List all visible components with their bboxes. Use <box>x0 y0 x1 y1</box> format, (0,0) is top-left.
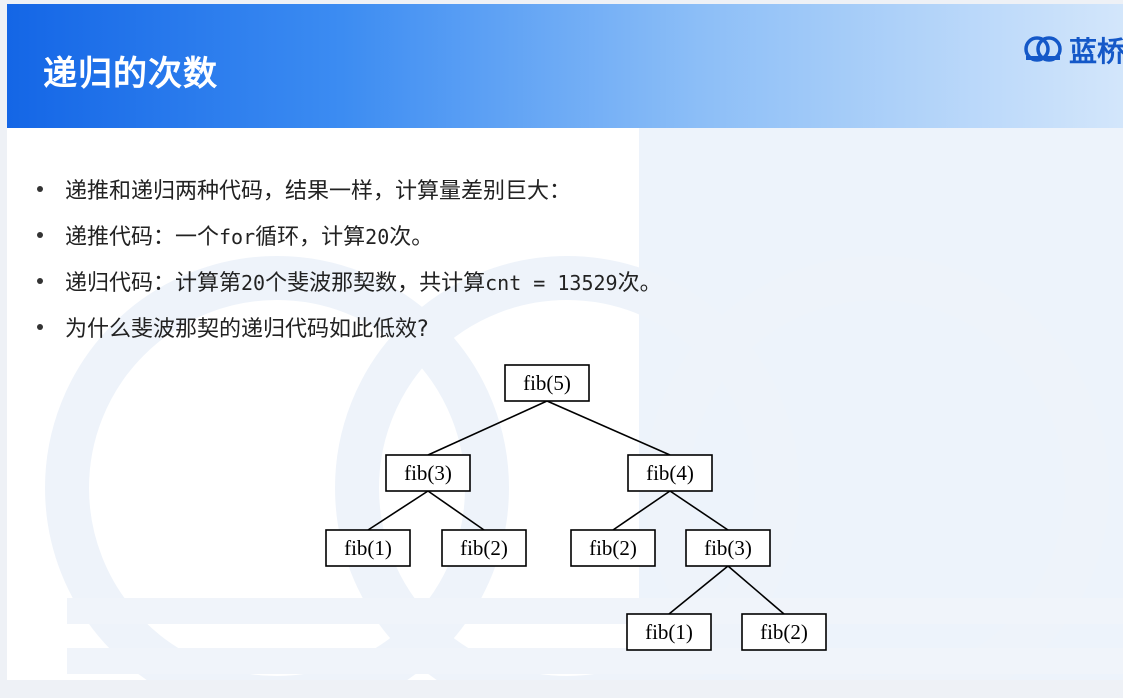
text-run: 递推和递归两种代码，结果一样，计算量差别巨大： <box>65 179 572 204</box>
tree-node: fib(3) <box>685 529 771 567</box>
bullet-item: 为什么斐波那契的递归代码如此低效? <box>37 304 662 350</box>
bullet-dot-icon <box>37 324 43 330</box>
tree-edge <box>669 490 729 531</box>
bullet-dot-icon <box>37 232 43 238</box>
tree-node-box <box>685 529 771 567</box>
logo: 蓝桥 <box>1023 30 1123 70</box>
tree-node-box <box>741 613 827 651</box>
text-run: 次。 <box>617 271 662 296</box>
tree-node: fib(3) <box>385 454 471 492</box>
tree-node: fib(2) <box>441 529 527 567</box>
text-run: 递推代码：一个 <box>65 225 220 250</box>
tree-node: fib(1) <box>325 529 411 567</box>
tree-edge <box>427 400 548 456</box>
tree-node-label: fib(2) <box>589 536 637 560</box>
bullet-text: 递归代码：计算第20个斐波那契数，共计算cnt = 13529次。 <box>65 265 662 297</box>
text-run: 为什么斐波那契的递归代码如此低效? <box>65 317 429 342</box>
tree-edge <box>367 490 429 531</box>
inline-code: 20 <box>241 271 266 295</box>
tree-node-label: fib(1) <box>645 620 693 644</box>
tree-node-label: fib(2) <box>760 620 808 644</box>
bullet-text: 递推代码：一个for循环，计算20次。 <box>65 219 433 251</box>
bullet-dot-icon <box>37 186 43 192</box>
text-run: 循环，计算 <box>255 225 366 250</box>
bullet-text: 为什么斐波那契的递归代码如此低效? <box>65 311 429 343</box>
tree-node-label: fib(1) <box>344 536 392 560</box>
text-run: 递归代码：计算第 <box>65 271 242 296</box>
tree-node-label: fib(3) <box>704 536 752 560</box>
tree-node-label: fib(3) <box>404 461 452 485</box>
tree-node-label: fib(4) <box>646 461 694 485</box>
tree-node-box <box>504 364 590 402</box>
tree-node-label: fib(5) <box>523 371 571 395</box>
bullet-item: 递推代码：一个for循环，计算20次。 <box>37 212 662 258</box>
text-run: 个斐波那契数，共计算 <box>265 271 486 296</box>
tree-node-box <box>627 454 713 492</box>
logo-text: 蓝桥 <box>1069 35 1123 68</box>
tree-node-box <box>626 613 712 651</box>
tree-edge <box>727 565 785 615</box>
tree-edge <box>427 490 485 531</box>
page-title: 递归的次数 <box>43 54 218 94</box>
tree-node-box <box>385 454 471 492</box>
tree-node-label: fib(2) <box>460 536 508 560</box>
tree-edge <box>668 565 729 615</box>
tree-node: fib(5) <box>504 364 590 402</box>
bullet-text: 递推和递归两种代码，结果一样，计算量差别巨大： <box>65 173 571 205</box>
tree-node-box <box>325 529 411 567</box>
inline-code: cnt = 13529 <box>485 271 618 295</box>
slide: 递归的次数 蓝桥 递推和递归两种代码，结果一样，计算量差别巨大：递推代码：一个f… <box>7 4 1123 680</box>
tree-node-box <box>570 529 656 567</box>
tree-edge <box>546 400 671 456</box>
bullet-list: 递推和递归两种代码，结果一样，计算量差别巨大：递推代码：一个for循环，计算20… <box>37 166 662 350</box>
text-run: 次。 <box>389 225 434 250</box>
tree-node: fib(4) <box>627 454 713 492</box>
tree-node: fib(2) <box>570 529 656 567</box>
tree-edge <box>612 490 671 531</box>
lanqiao-logo-icon <box>1024 36 1062 62</box>
bullet-dot-icon <box>37 278 43 284</box>
inline-code: 20 <box>365 225 390 249</box>
header-bar: 递归的次数 蓝桥 <box>7 4 1123 128</box>
inline-code: for <box>219 225 256 249</box>
bullet-item: 递推和递归两种代码，结果一样，计算量差别巨大： <box>37 166 662 212</box>
tree-node: fib(2) <box>741 613 827 651</box>
recursion-tree: fib(5) fib(3) fib(4) fib(1) fib(2) fib(2) fib(… <box>325 364 827 651</box>
tree-node: fib(1) <box>626 613 712 651</box>
bullet-item: 递归代码：计算第20个斐波那契数，共计算cnt = 13529次。 <box>37 258 662 304</box>
tree-node-box <box>441 529 527 567</box>
